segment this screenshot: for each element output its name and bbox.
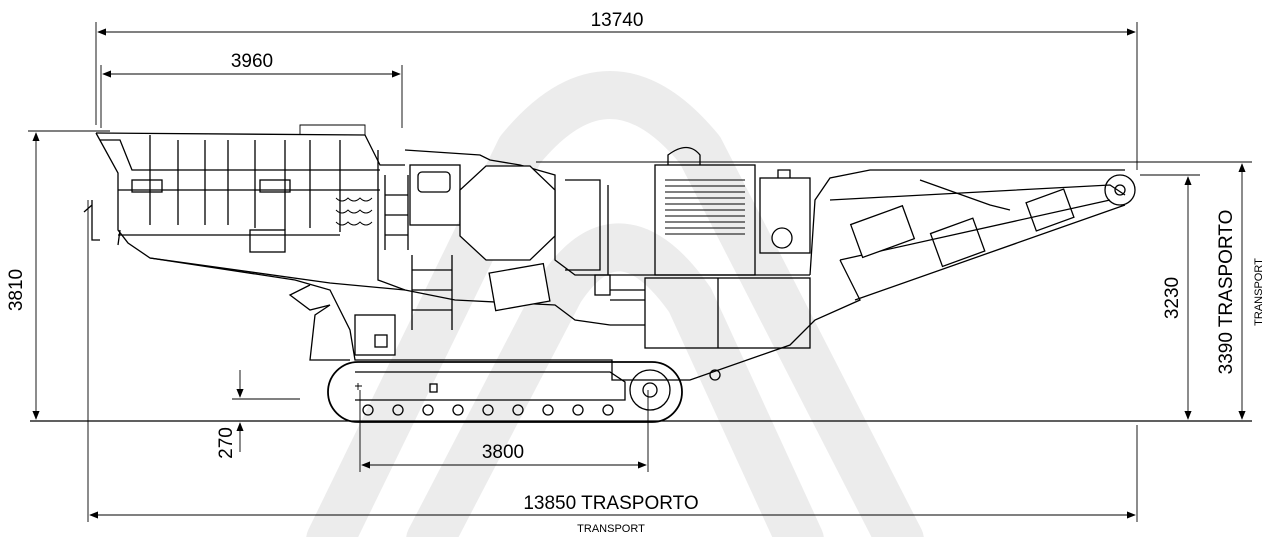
overall-height-label: 3810 xyxy=(6,269,27,311)
dimension-overall-length: 13740 xyxy=(95,10,1138,170)
transport-height-sublabel: TRANSPORT xyxy=(1253,258,1265,326)
transport-length-sublabel: TRANSPORT xyxy=(577,523,645,535)
discharge-conveyor xyxy=(809,169,1136,301)
transport-length-label: 13850 TRASPORTO xyxy=(523,493,698,514)
power-unit xyxy=(594,146,811,349)
dimension-overall-height: 3810 xyxy=(6,130,110,420)
overall-length-label: 13740 xyxy=(591,10,644,31)
dimension-ground-clearance: 270 xyxy=(216,370,300,459)
dimension-transport-length: 13850 TRASPORTO TRANSPORT xyxy=(87,200,1138,535)
machine xyxy=(83,124,1136,423)
dimension-height-right: 3230 xyxy=(1140,174,1200,420)
jaw-crusher xyxy=(377,149,611,330)
feed-hopper xyxy=(83,124,406,291)
dimension-track-length: 3800 xyxy=(359,390,649,472)
main-frame xyxy=(149,257,861,381)
height-right-label: 3230 xyxy=(1162,277,1183,319)
dimension-transport-height: 3390 TRASPORTO TRANSPORT xyxy=(536,161,1265,420)
transport-height-label: 3390 TRASPORTO xyxy=(1216,210,1237,375)
dimension-hopper-length: 3960 xyxy=(100,51,403,128)
ground-clearance-label: 270 xyxy=(216,427,237,459)
track-length-label: 3800 xyxy=(482,442,524,463)
crawler-track xyxy=(327,361,721,423)
hopper-length-label: 3960 xyxy=(231,51,273,72)
watermark-logo xyxy=(306,71,924,537)
